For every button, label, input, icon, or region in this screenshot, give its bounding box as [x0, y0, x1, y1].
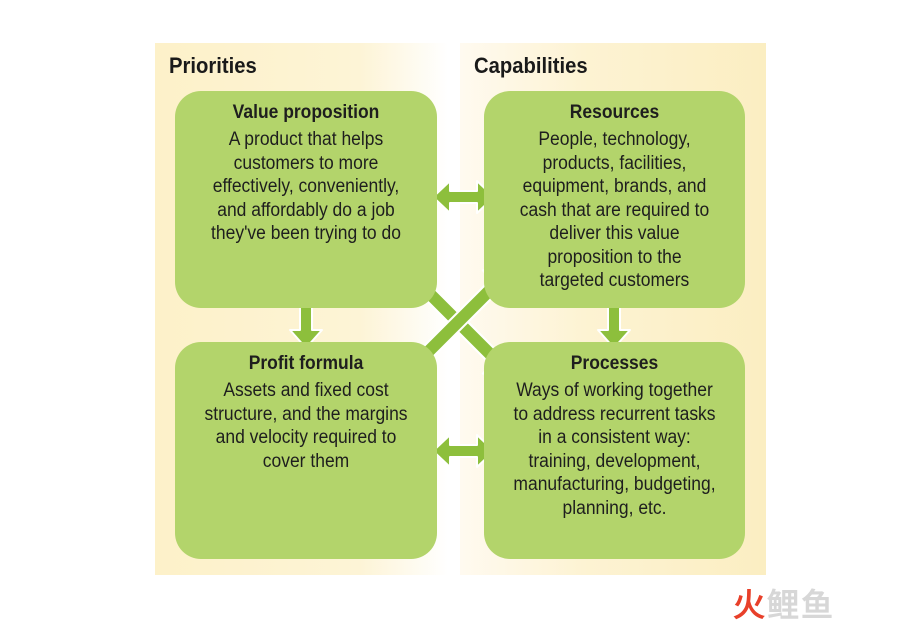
resources-text: People, technology, products, facilities…	[494, 128, 734, 293]
text-line: customers to more	[233, 152, 379, 174]
text-line: and affordably do a job	[217, 199, 395, 221]
processes-box: Processes Ways of working together to ad…	[484, 342, 745, 559]
text-line: planning, etc.	[562, 497, 667, 519]
processes-title: Processes	[570, 353, 659, 374]
value-proposition-box: Value proposition A product that helps c…	[175, 91, 437, 308]
text-line: proposition to the	[547, 246, 682, 268]
text-line: effectively, conveniently,	[212, 176, 400, 197]
processes-text: Ways of working together to address recu…	[494, 379, 734, 520]
text-line: products, facilities,	[542, 152, 687, 174]
value-proposition-title: Value proposition	[232, 102, 380, 123]
watermark-logo: 火鲤鱼	[733, 580, 835, 626]
text-line: People, technology,	[538, 129, 691, 150]
text-line: in a consistent way:	[538, 427, 691, 448]
text-line: and velocity required to	[215, 427, 397, 448]
resources-box: Resources People, technology, products, …	[484, 91, 745, 308]
text-line: Ways of working together	[516, 380, 713, 401]
text-line: cover them	[262, 450, 350, 472]
text-line: structure, and the margins	[204, 403, 408, 425]
text-line: A product that helps	[228, 129, 384, 150]
text-line: to address recurrent tasks	[513, 403, 716, 425]
capabilities-title: Capabilities	[474, 53, 588, 78]
text-line: targeted customers	[539, 270, 690, 291]
text-line: they've been trying to do	[211, 223, 401, 244]
text-line: equipment, brands, and	[522, 176, 707, 197]
text-line: manufacturing, budgeting,	[513, 474, 716, 495]
text-line: deliver this value	[549, 223, 680, 244]
profit-formula-title: Profit formula	[248, 353, 364, 374]
text-line: cash that are required to	[519, 199, 710, 221]
text-line: training, development,	[528, 450, 701, 472]
text-line: Assets and fixed cost	[223, 380, 389, 401]
watermark-part-1: 火	[733, 587, 768, 623]
resources-title: Resources	[569, 102, 660, 123]
profit-formula-box: Profit formula Assets and fixed cost str…	[175, 342, 437, 559]
value-proposition-text: A product that helps customers to more e…	[185, 128, 426, 246]
priorities-title: Priorities	[169, 53, 257, 78]
profit-formula-text: Assets and fixed cost structure, and the…	[185, 379, 426, 473]
watermark-part-2: 鲤鱼	[767, 587, 836, 623]
